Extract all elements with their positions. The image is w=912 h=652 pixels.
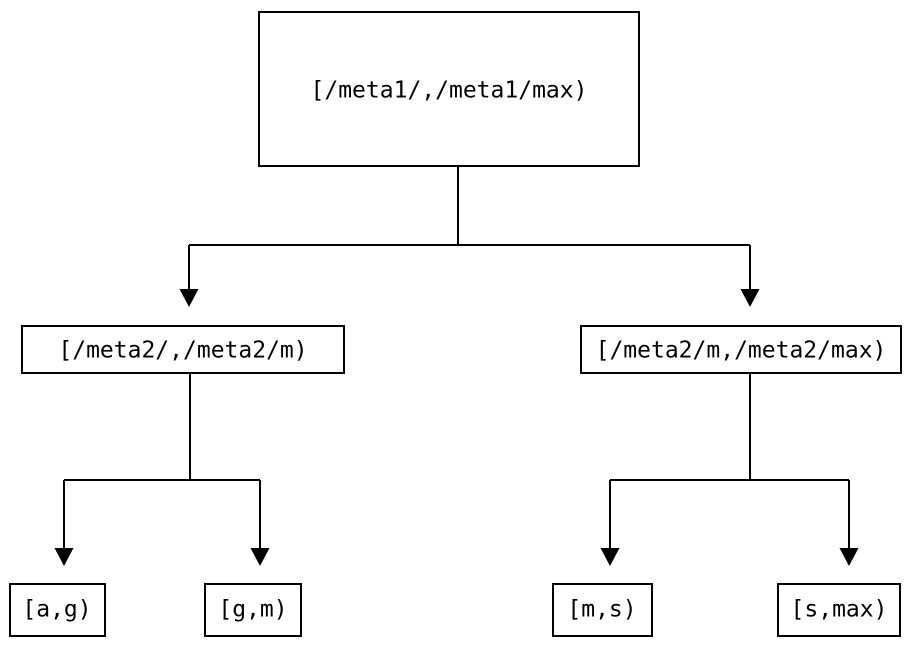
edge-mid-right-leaf-ms bbox=[600, 374, 849, 566]
edge-mid-right-leaf-smax bbox=[839, 480, 859, 566]
node-leaf-ms[interactable]: [m,s) bbox=[552, 583, 653, 637]
node-mid-left-label: [/meta2/,/meta2/m) bbox=[58, 338, 307, 364]
edge-root-mid-right bbox=[740, 245, 760, 307]
arrowhead-leaf-ag-icon bbox=[54, 548, 74, 566]
node-leaf-smax[interactable]: [s,max) bbox=[777, 583, 901, 637]
node-leaf-ag-label: [a,g) bbox=[22, 597, 91, 623]
node-mid-right[interactable]: [/meta2/m,/meta2/max) bbox=[580, 325, 902, 374]
node-leaf-smax-box[interactable] bbox=[777, 583, 901, 637]
node-leaf-ms-box[interactable] bbox=[552, 583, 653, 637]
node-leaf-ag-box[interactable] bbox=[9, 583, 106, 637]
arrowhead-leaf-ms-icon bbox=[600, 548, 620, 566]
node-leaf-smax-label: [s,max) bbox=[791, 597, 888, 623]
node-leaf-gm-label: [g,m) bbox=[218, 597, 287, 623]
edge-mid-left-leaf-ag bbox=[54, 374, 260, 566]
arrowhead-leaf-gm-icon bbox=[250, 548, 270, 566]
edge-root-mid-left bbox=[179, 167, 750, 307]
node-leaf-gm[interactable]: [g,m) bbox=[204, 583, 302, 637]
arrowhead-mid-right-icon bbox=[740, 289, 760, 307]
arrowhead-mid-left-icon bbox=[179, 289, 199, 307]
arrowhead-leaf-smax-icon bbox=[839, 548, 859, 566]
node-leaf-ms-label: [m,s) bbox=[567, 597, 636, 623]
node-mid-left-box[interactable] bbox=[21, 325, 345, 374]
node-mid-right-label: [/meta2/m,/meta2/max) bbox=[596, 338, 887, 364]
node-leaf-ag[interactable]: [a,g) bbox=[9, 583, 106, 637]
node-mid-left[interactable]: [/meta2/,/meta2/m) bbox=[21, 325, 345, 374]
edge-mid-left-leaf-gm bbox=[250, 480, 270, 566]
node-root-box[interactable] bbox=[258, 11, 640, 167]
node-leaf-gm-box[interactable] bbox=[204, 583, 302, 637]
node-mid-right-box[interactable] bbox=[580, 325, 902, 374]
node-root[interactable]: [/meta1/,/meta1/max) bbox=[258, 11, 640, 167]
node-root-label: [/meta1/,/meta1/max) bbox=[311, 78, 588, 104]
